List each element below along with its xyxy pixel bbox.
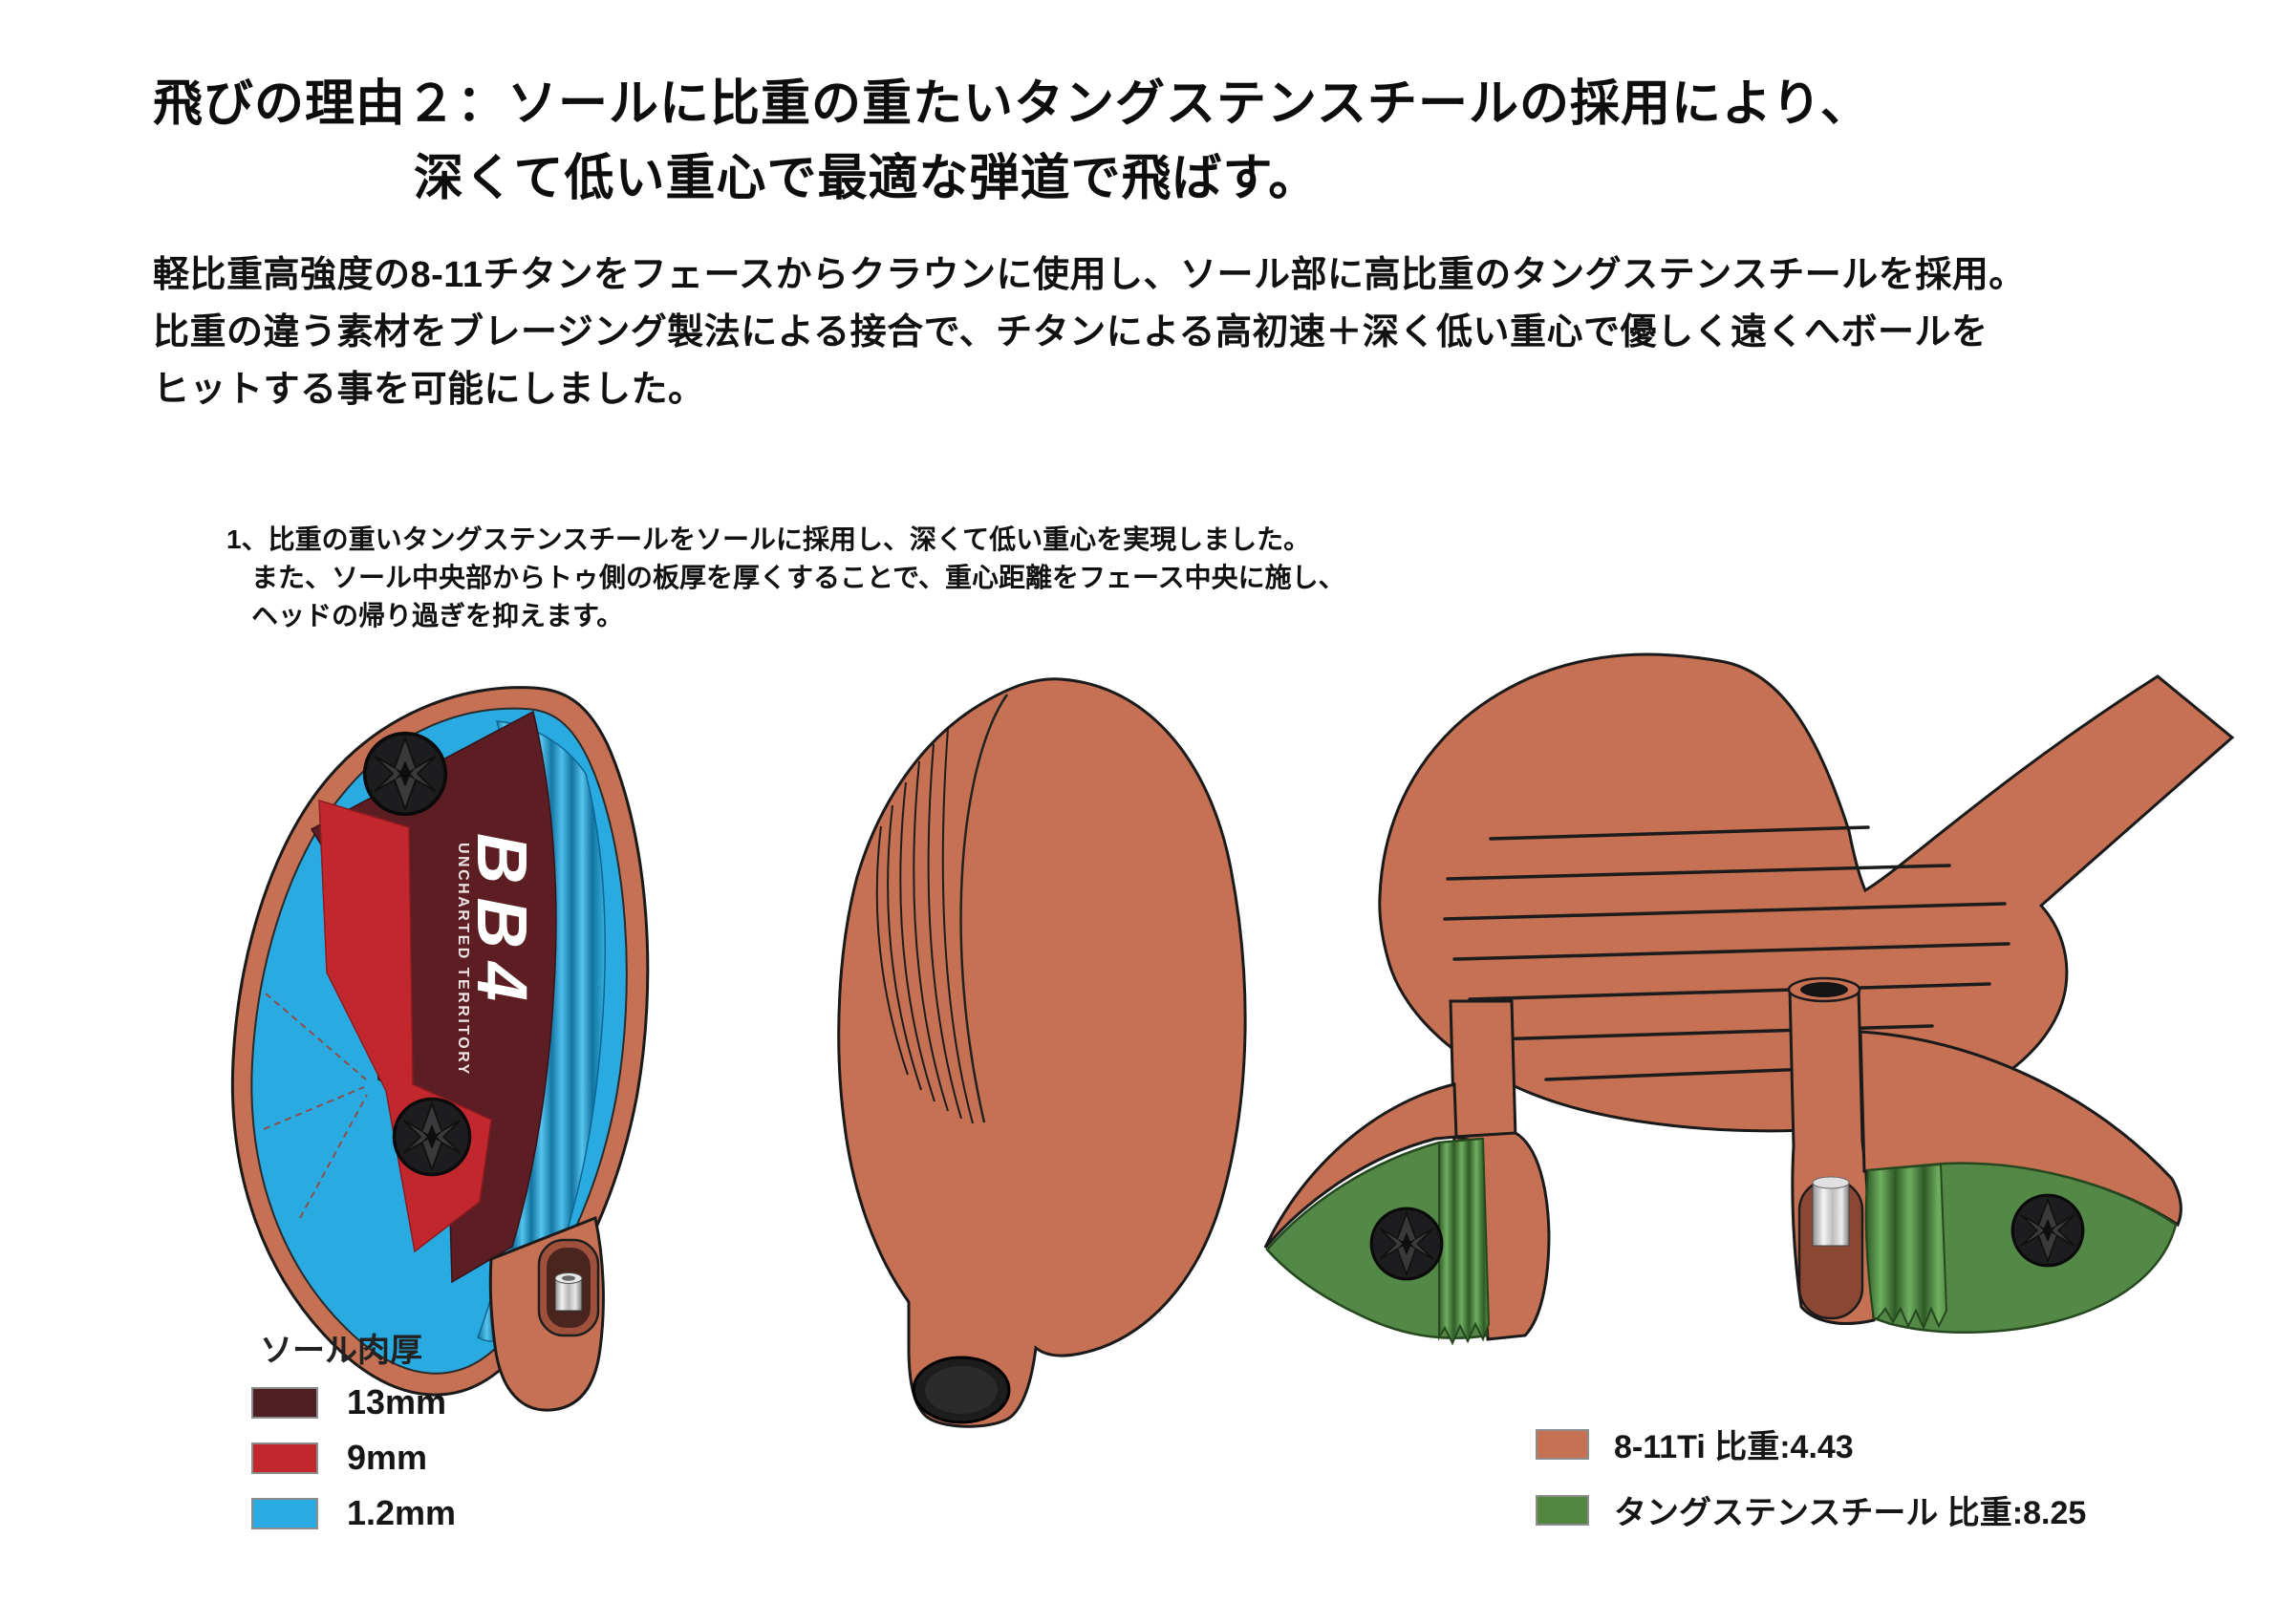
legend-row-13mm: 13mm (251, 1382, 446, 1422)
crown-view-diagram (837, 677, 1247, 1428)
ferrule (554, 1272, 583, 1312)
legend-swatch-9mm (251, 1442, 318, 1474)
crown-fold-lines (263, 993, 368, 1219)
face-groove-lines (875, 728, 974, 1124)
weight-screw (1369, 1207, 1444, 1281)
face-view-diagram (1378, 652, 2235, 1133)
legend-row-9mm: 9mm (251, 1438, 427, 1478)
head-logo-sub: UNCHARTED TERRITORY (455, 843, 471, 1077)
sole-thickness-legend-title: ソール肉厚 (260, 1333, 422, 1369)
brazing-ribs (1438, 1137, 1491, 1346)
page-title-line1: 飛びの理由２：ソールに比重の重たいタングステンスチールの採用により、 (153, 76, 1871, 132)
note-line2: また、ソール中央部からトゥ側の板厚を厚くすることで、重心距離をフェース中央に施し… (251, 563, 1345, 592)
legend-row-titanium: 8-11Ti 比重:4.43 (1536, 1421, 1854, 1467)
page-title-line2: 深くて低い重心で最適な弾道で飛ばす。 (414, 151, 1320, 206)
legend-swatch-tungsten (1536, 1494, 1589, 1526)
crown-outline (837, 677, 1247, 1428)
face-slab (1453, 1131, 1551, 1341)
weight-screw-bottom (392, 1097, 472, 1177)
weight-screw (2010, 1193, 2085, 1268)
legend-swatch-13mm (251, 1386, 318, 1419)
shaft-bore (1787, 976, 1861, 1003)
head-logo-main: BB4 (462, 833, 542, 1015)
brazing-ribs (1865, 1163, 1948, 1331)
note-line3: ヘッドの帰り過ぎを抑えます。 (251, 601, 624, 630)
legend-label-1-2mm: 1.2mm (347, 1493, 457, 1532)
note-line1: 1、比重の重いタングステンスチールをソールに採用し、深くて低い重心を実現しました… (226, 524, 1311, 554)
intro-line3: ヒットする事を可能にしました。 (153, 370, 705, 410)
legend-label-9mm: 9mm (347, 1438, 428, 1477)
legend-swatch-titanium (1536, 1428, 1589, 1460)
legend-row-tungsten: タングステンスチール 比重:8.25 (1536, 1486, 2086, 1533)
legend-row-1-2mm: 1.2mm (251, 1493, 456, 1533)
legend-label-titanium: 8-11Ti 比重:4.43 (1614, 1429, 1854, 1465)
weight-screw-top (362, 731, 448, 817)
legend-swatch-1-2mm (251, 1497, 318, 1529)
face-crown-boundary (959, 694, 1009, 1123)
sole-cutaway-diagram: UNCHARTED TERRITORY BB4 (230, 686, 650, 1412)
cross-section-heel-diagram (1263, 999, 1551, 1346)
shaft-bore-inner (925, 1366, 998, 1414)
intro-line2: 比重の違う素材をブレージング製法による接合で、チタンによる高初速＋深く低い重心で… (153, 312, 1989, 353)
cross-section-toe-diagram (1787, 976, 2182, 1334)
ferrule-pin (1812, 1176, 1850, 1247)
face-outline (1378, 652, 2235, 1133)
legend-label-tungsten: タングステンスチール 比重:8.25 (1614, 1495, 2087, 1531)
intro-line1: 軽比重高強度の8-11チタンをフェースからクラウンに使用し、ソール部に高比重のタ… (153, 255, 2026, 295)
legend-label-13mm: 13mm (347, 1382, 447, 1421)
hosel-tube (1449, 999, 1517, 1146)
crown-band (1263, 1082, 1458, 1249)
